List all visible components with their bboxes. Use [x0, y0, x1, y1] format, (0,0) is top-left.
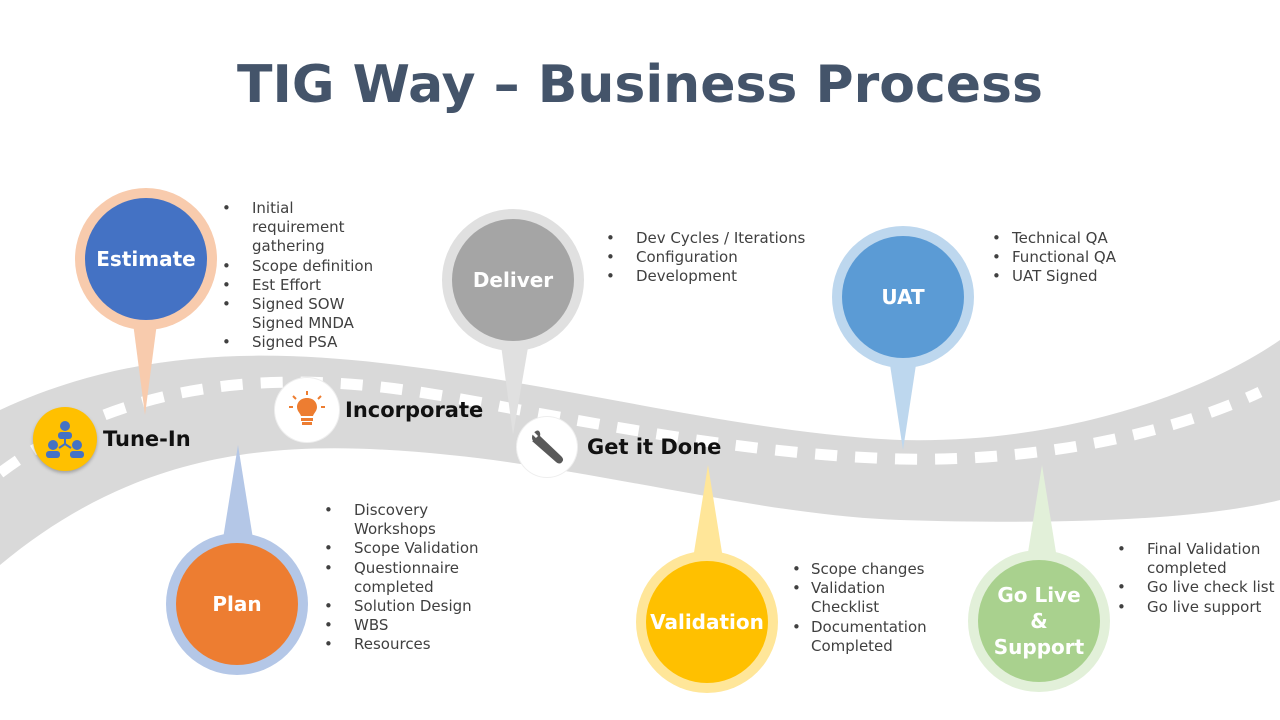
- validation-pin: Validation: [636, 551, 778, 693]
- plan-bullets: Discovery Workshops Scope Validation Que…: [322, 501, 482, 655]
- list-item: Functional QA: [990, 248, 1160, 267]
- deliver-pin-tail: [499, 330, 531, 435]
- list-item: Go live check list: [1115, 578, 1280, 597]
- uat-label: UAT: [842, 236, 964, 358]
- uat-bullets: Technical QA Functional QA UAT Signed: [990, 229, 1160, 287]
- golive-pin-tail: [1026, 465, 1058, 565]
- list-item: Signed SOW Signed MNDA: [220, 295, 362, 333]
- list-item: Signed PSA: [220, 333, 390, 352]
- lightbulb-icon: [275, 378, 339, 442]
- page-title: TIG Way – Business Process: [237, 55, 1043, 115]
- plan-label: Plan: [176, 543, 298, 665]
- list-item: Development: [604, 267, 824, 286]
- validation-pin-tail: [692, 465, 724, 565]
- validation-label: Validation: [646, 561, 768, 683]
- validation-bullets: Scope changes Validation Checklist Docum…: [790, 560, 940, 656]
- plan-pin: Plan: [166, 533, 308, 675]
- deliver-bullets: Dev Cycles / Iterations Configuration De…: [604, 229, 824, 287]
- estimate-pin: Estimate: [75, 188, 217, 330]
- list-item: Scope Validation: [322, 539, 482, 558]
- milestone-tunein-label: Tune-In: [103, 427, 191, 451]
- road-center-dashes: [0, 376, 1263, 478]
- plan-pin-tail: [222, 445, 254, 545]
- milestone-getitdone-label: Get it Done: [587, 435, 722, 459]
- golive-label: Go Live & Support: [978, 560, 1100, 682]
- list-item: Solution Design: [322, 597, 482, 616]
- list-item: Questionnaire completed: [322, 559, 482, 597]
- list-item: Dev Cycles / Iterations: [604, 229, 824, 248]
- milestone-getitdone: Get it Done: [517, 417, 721, 477]
- list-item: Discovery Workshops: [322, 501, 482, 539]
- uat-pin-tail: [887, 345, 919, 450]
- estimate-label: Estimate: [85, 198, 207, 320]
- list-item: UAT Signed: [990, 267, 1160, 286]
- estimate-bullets: Initial requirement gathering Scope defi…: [220, 199, 390, 353]
- list-item: Documentation Completed: [790, 618, 940, 656]
- golive-pin: Go Live & Support: [968, 550, 1110, 692]
- golive-bullets: Final Validation completed Go live check…: [1115, 540, 1280, 617]
- milestone-incorporate: Incorporate: [275, 378, 483, 442]
- uat-pin: UAT: [832, 226, 974, 368]
- wrench-icon: [517, 417, 577, 477]
- milestone-incorporate-label: Incorporate: [345, 398, 484, 422]
- list-item: WBS: [322, 616, 482, 635]
- list-item: Validation Checklist: [790, 579, 940, 617]
- list-item: Scope definition: [220, 257, 390, 276]
- deliver-label: Deliver: [452, 219, 574, 341]
- deliver-pin: Deliver: [442, 209, 584, 351]
- list-item: Scope changes: [790, 560, 940, 579]
- list-item: Configuration: [604, 248, 824, 267]
- list-item: Final Validation completed: [1115, 540, 1280, 578]
- list-item: Technical QA: [990, 229, 1160, 248]
- list-item: Resources: [322, 635, 482, 654]
- list-item: Initial requirement gathering: [220, 199, 390, 257]
- milestone-tunein: Tune-In: [33, 407, 191, 471]
- people-network-icon: [33, 407, 97, 471]
- list-item: Go live support: [1115, 598, 1280, 617]
- list-item: Est Effort: [220, 276, 390, 295]
